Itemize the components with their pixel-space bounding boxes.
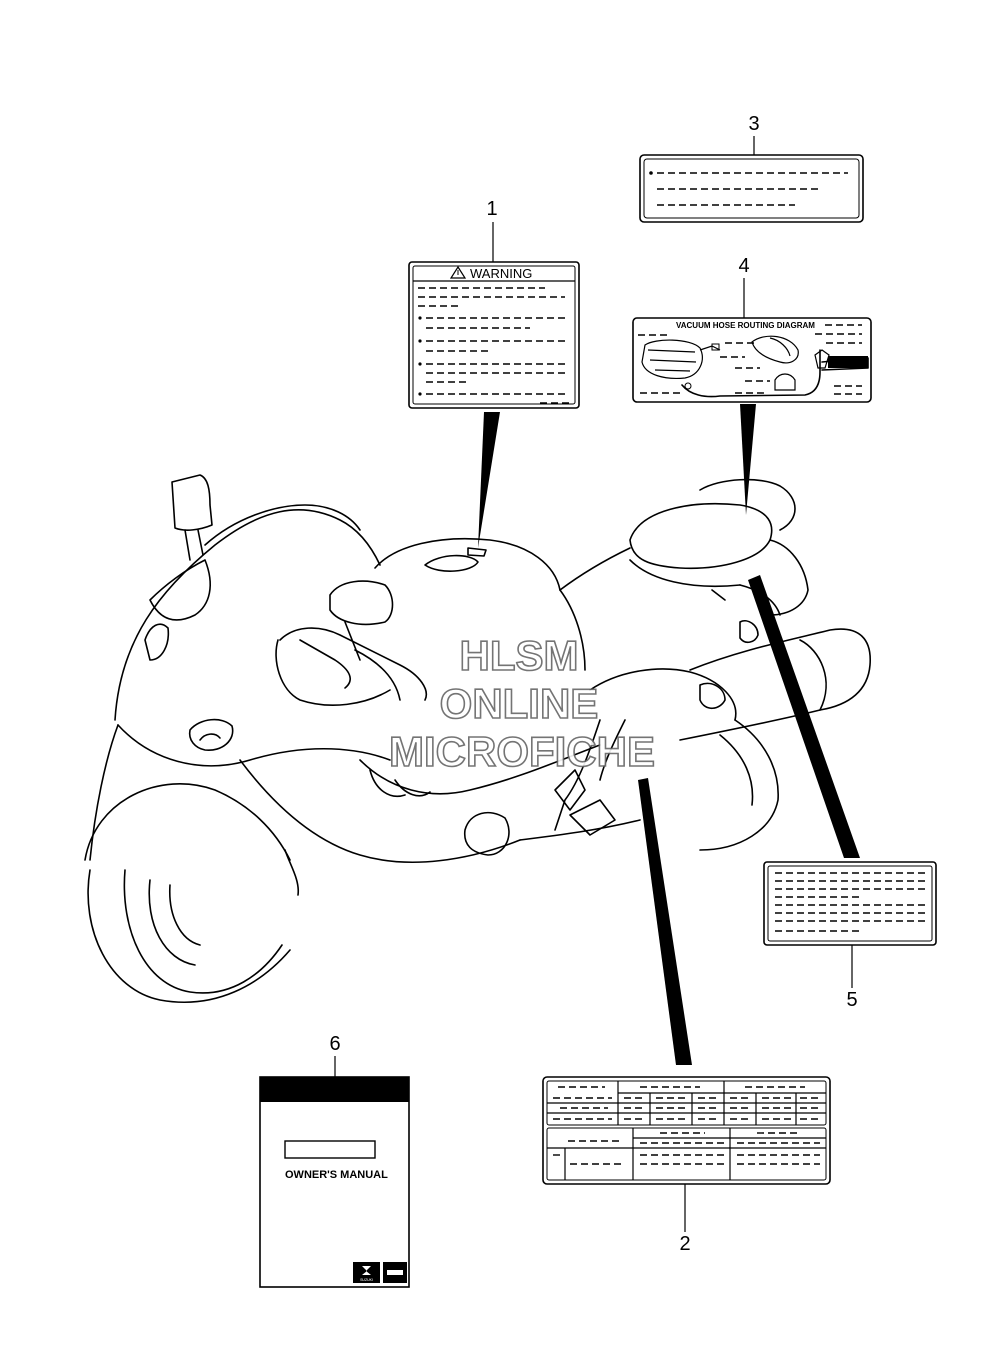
warning-label: WARNING: [408, 261, 580, 409]
owners-manual: OWNER'S MANUAL SUZUKI: [259, 1076, 410, 1288]
motorcycle-outline: [84, 474, 871, 1004]
vacuum-hose-heading: VACUUM HOSE ROUTING DIAGRAM: [676, 321, 815, 330]
svg-text:3: 3: [748, 113, 759, 135]
watermark-line-3: MICROFICHE: [389, 728, 655, 775]
warning-triangle-icon: [449, 265, 467, 279]
callout-number: 1: [486, 198, 497, 220]
label-5: [763, 861, 937, 946]
callout-6: 6: [329, 1033, 341, 1077]
manual-title: OWNER'S MANUAL: [285, 1169, 388, 1181]
callout-1: 1: [478, 198, 500, 548]
manual-title-box: [284, 1140, 376, 1159]
svg-text:5: 5: [846, 989, 857, 1011]
leader-wedge: [638, 778, 692, 1065]
callout-5: 5: [748, 575, 860, 1011]
label-2: [542, 1076, 831, 1185]
watermark-line-1: HLSM: [460, 632, 579, 679]
leader-wedge: [740, 404, 756, 515]
label-3: [639, 154, 864, 223]
manual-brand: SUZUKI: [360, 1278, 373, 1282]
leader-wedge: [478, 412, 500, 548]
callout-4: 4: [738, 255, 756, 515]
leader-wedge: [748, 575, 860, 858]
watermark-line-2: ONLINE: [440, 680, 599, 727]
svg-text:4: 4: [738, 255, 749, 277]
vacuum-hose-label: VACUUM HOSE ROUTING DIAGRAM: [632, 317, 872, 403]
svg-text:6: 6: [329, 1033, 340, 1055]
warning-heading: WARNING: [470, 266, 532, 281]
callout-3: 3: [748, 113, 760, 155]
svg-text:2: 2: [679, 1233, 690, 1255]
callout-2: 2: [638, 778, 692, 1255]
watermark: HLSM ONLINE MICROFICHE: [388, 631, 656, 776]
